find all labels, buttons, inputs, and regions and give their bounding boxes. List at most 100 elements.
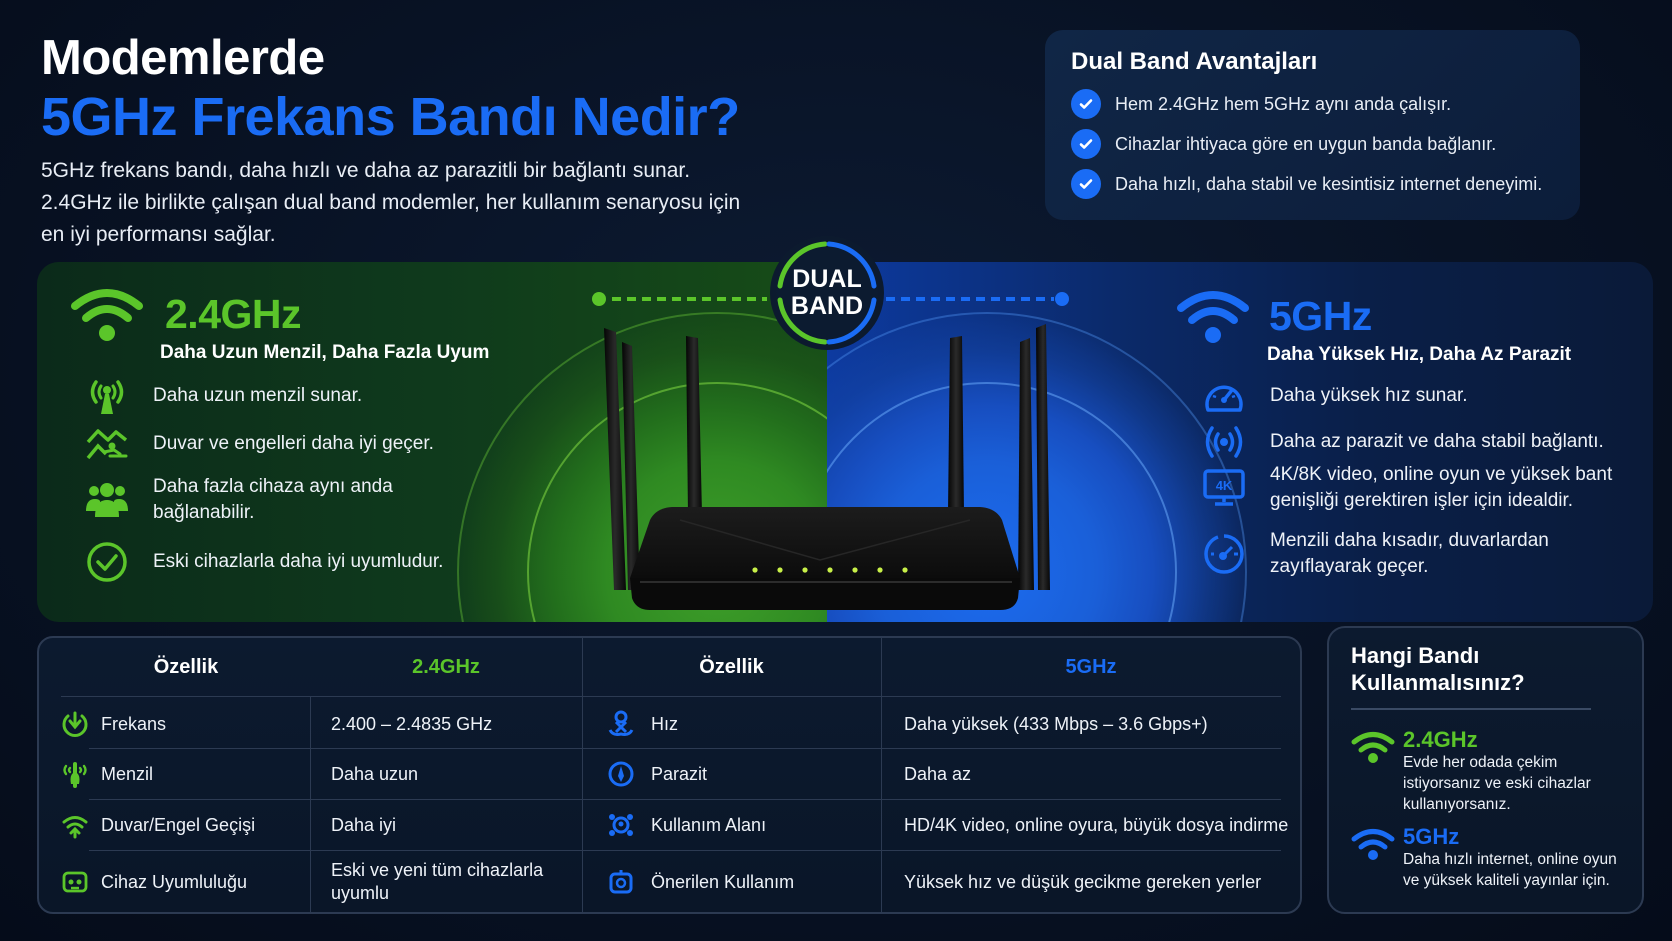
badge-line-2: BAND xyxy=(790,292,864,320)
feature-name: Cihaz Uyumluluğu xyxy=(101,871,248,892)
table-header-feature: Özellik xyxy=(699,655,764,678)
check-circle-icon xyxy=(1071,129,1101,159)
advantage-text: Hem 2.4GHz hem 5GHz aynı anda çalışır. xyxy=(1115,93,1452,114)
which-band-item: 2.4GHz Evde her odada çekim istiyorsanız… xyxy=(1351,728,1620,815)
which-band-name: 2.4GHz xyxy=(1403,727,1478,752)
check-circle-icon xyxy=(85,540,129,584)
advantage-item: Daha hızlı, daha stabil ve kesintisiz in… xyxy=(1071,164,1554,204)
advantage-item: Cihazlar ihtiyaca göre en uygun banda ba… xyxy=(1071,124,1554,164)
feature-name: Frekans xyxy=(101,713,167,734)
table-cell: Daha uzun xyxy=(331,763,419,784)
feature-name: Hız xyxy=(651,713,678,734)
table-header-24ghz: 2.4GHz xyxy=(412,655,480,678)
table-cell: 2.400 – 2.4835 GHz xyxy=(331,713,493,734)
feature-text: Daha fazla cihaza aynı anda bağlanabilir… xyxy=(153,476,393,523)
range-target-icon xyxy=(1202,532,1246,576)
column-divider xyxy=(582,638,583,912)
feature-name: Parazit xyxy=(651,763,708,784)
header-divider xyxy=(61,696,1281,697)
table-row: Önerilen Kullanım xyxy=(607,852,794,912)
table-cell: Eski ve yeni tüm cihazlarla uyumlu xyxy=(331,860,544,903)
band-5-feature: Daha yüksek hız sunar. xyxy=(1202,374,1642,418)
row-divider xyxy=(89,799,1281,800)
band-24-feature: Duvar ve engelleri daha iyi geçer. xyxy=(85,422,485,466)
recommended-icon xyxy=(607,868,651,896)
feature-name: Duvar/Engel Geçişi xyxy=(101,814,256,835)
wall-pass-icon xyxy=(85,422,129,466)
band-24-panel: 2.4GHz Daha Uzun Menzil, Daha Fazla Uyum… xyxy=(37,262,837,622)
row-divider xyxy=(89,850,1281,851)
table-cell: Daha iyi xyxy=(331,814,397,835)
table-cell: Yüksek hız ve düşük gecikme gereken yerl… xyxy=(904,871,1262,892)
band-24-subtitle: Daha Uzun Menzil, Daha Fazla Uyum xyxy=(160,342,490,363)
table-cell: Daha az xyxy=(904,763,972,784)
comparison-table: Özellik 2.4GHz Özellik 5GHz Frekans 2.40… xyxy=(37,636,1302,914)
svg-text:4K: 4K xyxy=(1216,478,1233,493)
check-circle-icon xyxy=(1071,169,1101,199)
wall-signal-icon xyxy=(61,811,101,839)
dual-band-badge: DUAL BAND xyxy=(770,236,884,350)
band-24-feature: Eski cihazlarla daha iyi uyumludur. xyxy=(85,540,485,584)
column-divider xyxy=(310,696,311,912)
range-icon xyxy=(61,760,101,788)
feature-text: Menzili daha kısadır, duvarlardan zayıfl… xyxy=(1270,530,1549,577)
advantage-item: Hem 2.4GHz hem 5GHz aynı anda çalışır. xyxy=(1071,84,1554,124)
advantages-title: Dual Band Avantajları xyxy=(1071,48,1318,75)
feature-text: Duvar ve engelleri daha iyi geçer. xyxy=(153,433,434,454)
which-band-item: 5GHz Daha hızlı internet, online oyun ve… xyxy=(1351,825,1620,891)
wifi-icon xyxy=(71,286,143,342)
interference-icon xyxy=(607,760,651,788)
antenna-signal-icon xyxy=(85,374,129,418)
connector-green xyxy=(592,291,767,307)
usage-area-icon xyxy=(607,811,651,839)
band-5-feature: 4K 4K/8K video, online oyun ve yüksek ba… xyxy=(1202,462,1642,514)
device-compat-icon xyxy=(61,868,101,896)
feature-name: Önerilen Kullanım xyxy=(651,871,795,892)
table-cell: Daha yüksek (433 Mbps – 3.6 Gbps+) xyxy=(904,713,1208,734)
band-5-feature: Menzili daha kısadır, duvarlardan zayıfl… xyxy=(1202,528,1642,580)
feature-name: Kullanım Alanı xyxy=(651,814,767,835)
wifi-icon xyxy=(1351,825,1403,891)
monitor-4k-icon: 4K xyxy=(1202,466,1246,510)
table-row: Parazit xyxy=(607,750,707,798)
wifi-icon xyxy=(1351,728,1403,815)
feature-text: Eski cihazlarla daha iyi uyumludur. xyxy=(153,551,444,572)
band-24-title: 2.4GHz xyxy=(165,290,302,337)
check-circle-icon xyxy=(1071,89,1101,119)
intro-text: 5GHz frekans bandı, daha hızlı ve daha a… xyxy=(41,159,741,246)
advantage-text: Cihazlar ihtiyaca göre en uygun banda ba… xyxy=(1115,133,1497,154)
table-row: Kullanım Alanı xyxy=(607,801,766,849)
table-row: Cihaz Uyumluluğu xyxy=(61,852,247,912)
router-image xyxy=(600,320,1050,625)
table-cell: HD/4K video, online oyura, büyük dosya i… xyxy=(904,814,1289,835)
feature-text: Daha uzun menzil sunar. xyxy=(153,385,363,406)
broadcast-icon xyxy=(1202,420,1246,464)
band-5-header: 5GHz xyxy=(1177,288,1372,344)
speed-icon xyxy=(607,710,651,738)
band-5-title: 5GHz xyxy=(1269,292,1372,339)
frequency-icon xyxy=(61,710,101,738)
which-band-card: Hangi Bandı Kullanmalısınız? 2.4GHz Evde… xyxy=(1327,626,1644,914)
advantage-text: Daha hızlı, daha stabil ve kesintisiz in… xyxy=(1115,173,1543,194)
band-5-feature: Daha az parazit ve daha stabil bağlantı. xyxy=(1202,420,1642,464)
feature-text: Daha az parazit ve daha stabil bağlantı. xyxy=(1270,431,1604,452)
band-24-feature: Daha uzun menzil sunar. xyxy=(85,374,485,418)
which-band-desc: Evde her odada çekim istiyorsanız ve esk… xyxy=(1403,754,1591,813)
connector-blue xyxy=(886,291,1070,307)
speedometer-icon xyxy=(1202,374,1246,418)
title-line-1: Modemlerde xyxy=(41,31,325,85)
table-row: Hız xyxy=(607,700,678,748)
row-divider xyxy=(89,748,1281,749)
wifi-icon xyxy=(1177,288,1249,344)
which-band-name: 5GHz xyxy=(1403,824,1460,849)
band-5-subtitle: Daha Yüksek Hız, Daha Az Parazit xyxy=(1267,344,1572,365)
table-row: Frekans xyxy=(61,700,166,748)
band-24-header: 2.4GHz xyxy=(71,286,302,342)
which-band-desc: Daha hızlı internet, online oyun ve yüks… xyxy=(1403,851,1617,889)
badge-line-1: DUAL xyxy=(792,265,862,293)
dual-band-advantages-card: Dual Band Avantajları Hem 2.4GHz hem 5GH… xyxy=(1045,30,1580,220)
table-row: Duvar/Engel Geçişi xyxy=(61,801,255,849)
title-line-2: 5GHz Frekans Bandı Nedir? xyxy=(41,87,740,147)
table-header-5ghz: 5GHz xyxy=(1065,655,1117,678)
table-header-feature: Özellik xyxy=(153,655,219,678)
